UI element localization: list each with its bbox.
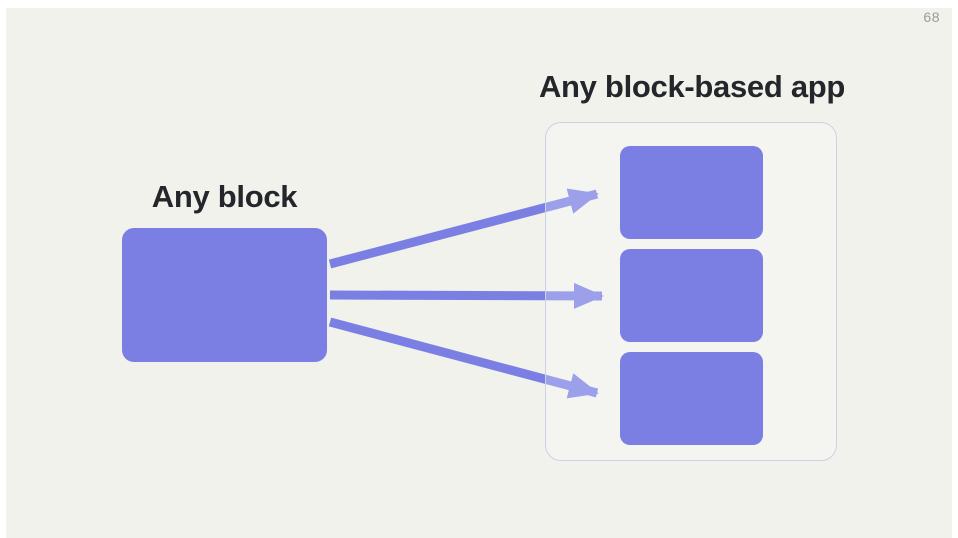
source-block-label: Any block: [151, 179, 298, 214]
target-block-3: [619, 352, 763, 445]
slide-canvas: 68 Any block-based app Any block: [6, 8, 952, 538]
app-container: [545, 122, 837, 461]
target-block-2: [619, 249, 763, 342]
slide-page-number: 68: [923, 9, 940, 25]
source-block: [122, 228, 327, 362]
target-block-1: [619, 146, 763, 239]
app-container-title: Any block-based app: [538, 69, 846, 104]
